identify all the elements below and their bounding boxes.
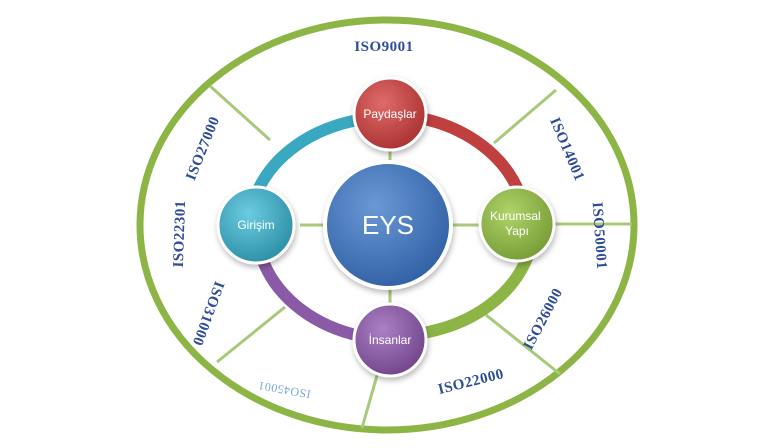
- divider-lower-right: [485, 313, 561, 376]
- node-girisim: [216, 185, 296, 265]
- divider-bottom: [360, 371, 380, 429]
- ring-arc-top-left: [252, 114, 364, 196]
- standard-iso22301: ISO22301: [171, 200, 189, 268]
- standard-iso50001: ISO50001: [589, 202, 610, 270]
- divider-upper-left: [208, 84, 272, 142]
- node-kurumsal-line-2: Yapı: [505, 224, 529, 238]
- divider-lower-left: [216, 305, 286, 364]
- node-kurumsal-yapi: [478, 185, 556, 263]
- outer-dividers: [208, 84, 632, 429]
- center-node-label: EYS: [362, 210, 414, 240]
- node-paydaslar-label: Paydaşlar: [363, 107, 416, 121]
- node-girisim-label: Girişim: [237, 218, 274, 232]
- node-insanlar-label: İnsanlar: [369, 333, 412, 347]
- node-kurumsal-line-1: Kurumsal: [490, 209, 541, 223]
- standard-iso9001: ISO9001: [354, 39, 413, 55]
- node-insanlar: [352, 302, 428, 378]
- ring-arc-bottom-left: [256, 252, 358, 340]
- inner-ring: [252, 112, 533, 340]
- ring-arc-top-right: [414, 112, 526, 201]
- node-kurumsal-label: Kurumsal Yapı: [490, 209, 544, 238]
- ring-arc-bottom-right: [422, 252, 533, 338]
- center-node: [323, 160, 453, 290]
- node-paydaslar: [352, 76, 428, 152]
- divider-upper-right: [493, 88, 557, 145]
